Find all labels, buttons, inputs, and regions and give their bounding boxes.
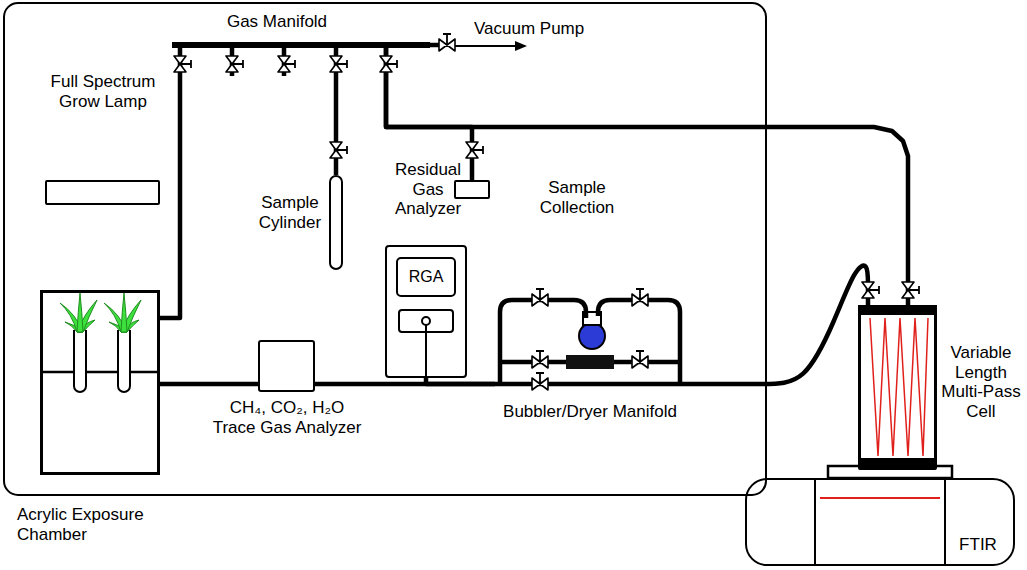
- gas-line: [386, 48, 908, 305]
- node-label: CH₄, CO₂, H₂O Trace Gas Analyzer: [208, 398, 366, 437]
- label-anchor: Bubbler/Dryer Manifold: [503, 402, 677, 422]
- multipass-cell: Variable Length Multi-Pass Cell: [858, 305, 937, 470]
- node-label: Variable Length Multi-Pass Cell: [939, 343, 1023, 421]
- analyzer-port: [422, 317, 430, 325]
- pump-arrow-line: [455, 45, 516, 47]
- valve: [278, 56, 295, 72]
- valve-group: [174, 34, 919, 390]
- label-anchor: Full Spectrum Grow Lamp: [45, 72, 161, 111]
- bubbler-manifold: Bubbler/Dryer Manifold: [495, 290, 685, 390]
- manifold-stub: [232, 48, 284, 76]
- node-label: Acrylic Exposure Chamber: [17, 505, 162, 544]
- bubbler-pipe: [598, 300, 680, 384]
- valve: [532, 351, 548, 368]
- label-anchor: Variable Length Multi-Pass Cell: [939, 343, 1023, 421]
- valve: [226, 56, 243, 72]
- leaf: [121, 293, 127, 332]
- node-label: Full Spectrum Grow Lamp: [45, 72, 161, 111]
- ftir-module-line: [815, 480, 945, 566]
- node-label: Sample Collection: [531, 178, 623, 217]
- gas-line: [685, 266, 868, 384]
- pump-label: Vacuum Pump: [474, 19, 584, 39]
- dryer-cartridge: [566, 355, 614, 369]
- label-anchor: Residual Gas Analyzer: [387, 160, 469, 219]
- node-label: Bubbler/Dryer Manifold: [503, 402, 677, 422]
- gas-line: [160, 382, 258, 387]
- analyzer-inlet: [425, 325, 427, 378]
- valve: [466, 142, 483, 158]
- plant-leaves: [60, 293, 141, 332]
- label-anchor: RGA: [409, 268, 444, 286]
- valve: [439, 34, 455, 51]
- bypass-pipe: [495, 382, 685, 387]
- exposure-chamber: Acrylic Exposure Chamber: [40, 290, 160, 475]
- manifold-pipe: Gas Manifold: [172, 42, 430, 48]
- valve: [174, 56, 191, 72]
- beam-path: [870, 318, 928, 456]
- gas-analyzer: Residual Gas AnalyzerRGA: [385, 245, 467, 378]
- trace-gas-analyzer: CH₄, CO₂, H₂O Trace Gas Analyzer: [258, 340, 315, 392]
- node-label: RGA: [409, 268, 444, 286]
- valve: [330, 56, 347, 72]
- node-label: Residual Gas Analyzer: [387, 160, 469, 219]
- gas-line: [426, 378, 495, 384]
- label-anchor: Sample Cylinder: [254, 193, 326, 232]
- pump-arrow-head: [515, 41, 527, 51]
- valve: [532, 289, 548, 306]
- label-anchor: FTIR: [959, 535, 997, 555]
- label-anchor: Vacuum Pump: [474, 19, 584, 39]
- leaf: [77, 293, 83, 332]
- test-tube: [74, 330, 86, 392]
- valve: [902, 282, 919, 298]
- label-anchor: CH₄, CO₂, H₂O Trace Gas Analyzer: [208, 398, 366, 437]
- test-tube: [118, 330, 130, 392]
- collection-vessel: Sample Collection: [454, 180, 490, 199]
- sample-cylinder: Sample Cylinder: [329, 175, 343, 270]
- bubbler-pipe: [500, 300, 586, 384]
- connector-group: [160, 48, 908, 384]
- label-anchor: Gas Manifold: [227, 12, 327, 32]
- valve: [330, 142, 347, 158]
- analyzer-screen: [397, 258, 455, 296]
- ftir-beam: [820, 497, 940, 499]
- valve: [632, 351, 648, 368]
- chamber-shelf: [42, 371, 158, 374]
- gas-line: [160, 48, 180, 318]
- label-anchor: Sample Collection: [531, 178, 623, 217]
- valve: [380, 56, 397, 72]
- enclosure-outline: [4, 3, 766, 495]
- ftir-instrument: FTIR: [745, 478, 1015, 566]
- bubbler-flask: [579, 323, 605, 349]
- valve: [532, 373, 548, 390]
- node-label: Sample Cylinder: [254, 193, 326, 232]
- node-label: Gas Manifold: [227, 12, 327, 32]
- valve: [632, 289, 648, 306]
- node-label: FTIR: [959, 535, 997, 555]
- label-anchor: Acrylic Exposure Chamber: [17, 505, 162, 544]
- grow-lamp: Full Spectrum Grow Lamp: [45, 180, 160, 205]
- valve: [862, 282, 879, 298]
